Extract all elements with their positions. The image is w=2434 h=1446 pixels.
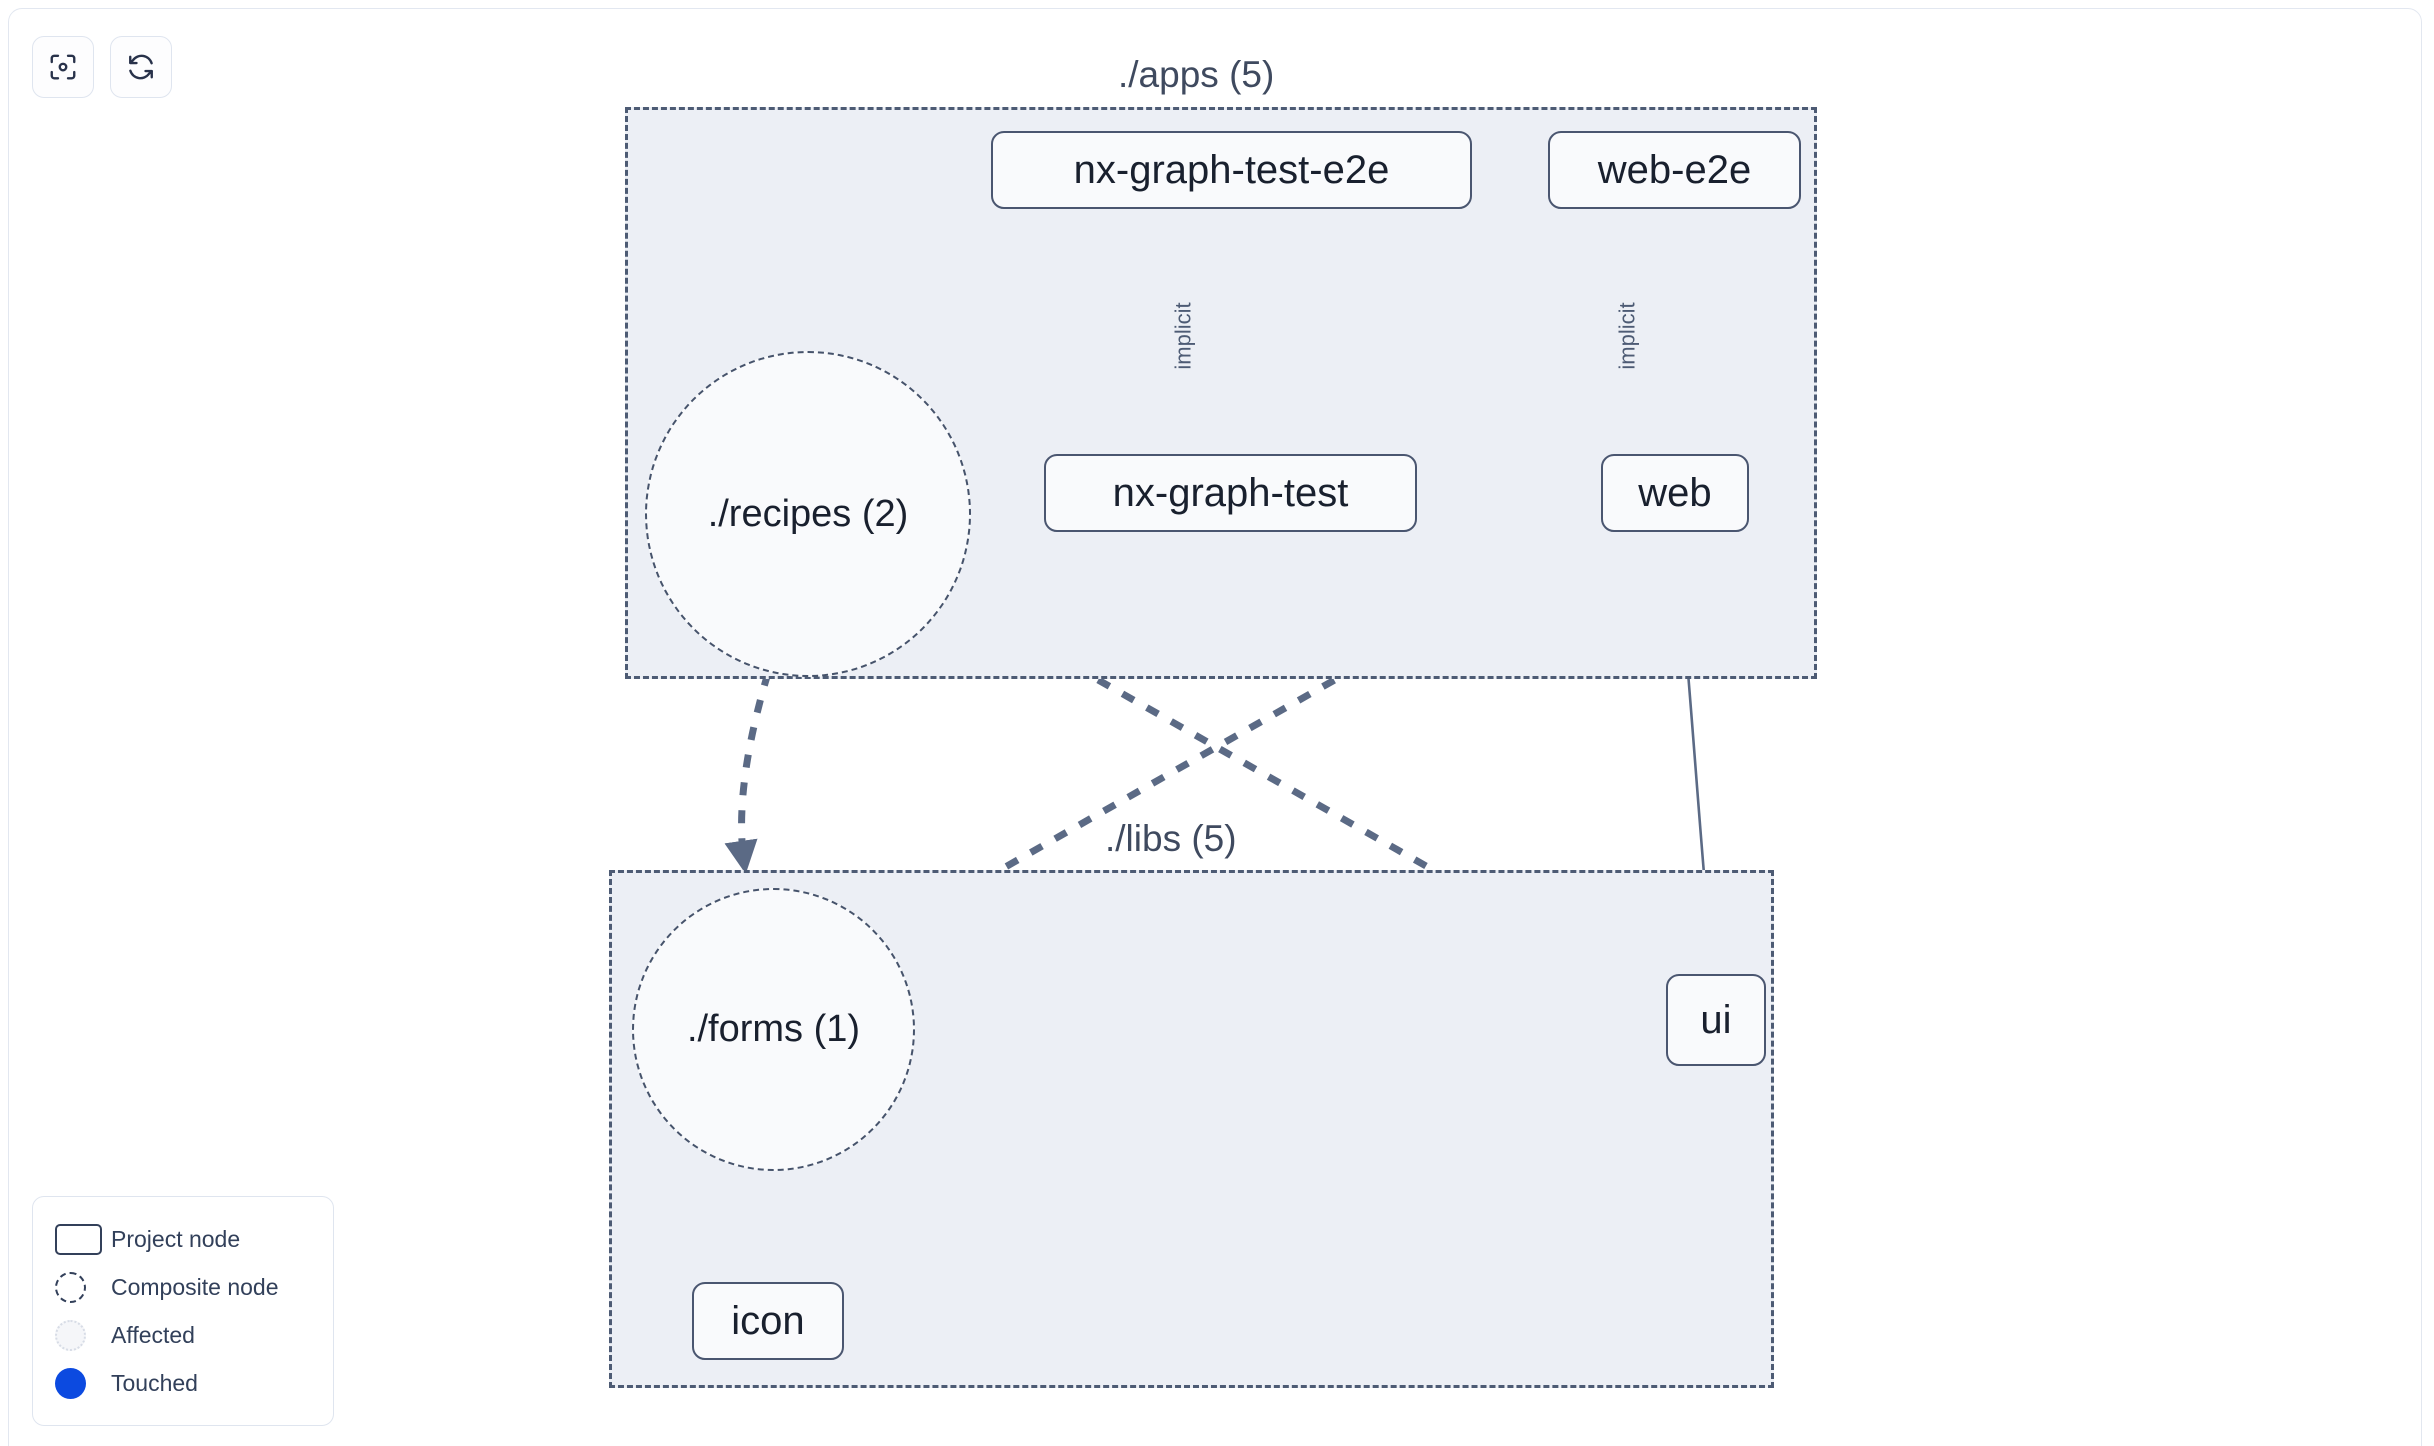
group-label-libs: ./libs (5): [1093, 820, 1249, 857]
node-web[interactable]: web: [1601, 454, 1749, 532]
edge-recipes-to-forms[interactable]: [724, 671, 772, 875]
composite-node-swatch: [55, 1271, 111, 1303]
edge-label-implicit-nx-graph-test: implicit: [1170, 302, 1196, 370]
node-ui[interactable]: ui: [1666, 974, 1766, 1066]
node-recipes-composite[interactable]: ./recipes (2): [645, 351, 971, 677]
node-forms-composite[interactable]: ./forms (1): [632, 888, 915, 1171]
node-nx-graph-test[interactable]: nx-graph-test: [1044, 454, 1417, 532]
graph-toolbar: [32, 36, 172, 98]
graph-legend: Project node Composite node Affected Tou…: [32, 1196, 334, 1426]
legend-label-affected: Affected: [111, 1321, 195, 1348]
affected-swatch: [55, 1319, 111, 1351]
legend-label-project-node: Project node: [111, 1225, 241, 1252]
legend-item-touched: Touched: [55, 1359, 313, 1407]
edge-recipes-to-ui[interactable]: [950, 593, 1659, 998]
legend-item-composite-node: Composite node: [55, 1263, 313, 1311]
edge-label-implicit-web: implicit: [1614, 302, 1640, 370]
group-label-apps: ./apps (5): [1106, 56, 1287, 93]
viewfinder-focus-icon: [48, 52, 78, 82]
focus-graph-button[interactable]: [32, 36, 94, 98]
node-web-e2e[interactable]: web-e2e: [1548, 131, 1801, 209]
touched-swatch: [55, 1367, 111, 1399]
legend-label-touched: Touched: [111, 1369, 198, 1396]
legend-item-affected: Affected: [55, 1311, 313, 1359]
refresh-graph-button[interactable]: [110, 36, 172, 98]
project-node-swatch: [55, 1223, 111, 1255]
legend-label-composite-node: Composite node: [111, 1273, 279, 1300]
node-nx-graph-test-e2e[interactable]: nx-graph-test-e2e: [991, 131, 1472, 209]
node-icon[interactable]: icon: [692, 1282, 844, 1360]
edge-web-to-forms[interactable]: [887, 524, 1604, 934]
legend-item-project-node: Project node: [55, 1215, 313, 1263]
refresh-icon: [126, 52, 156, 82]
